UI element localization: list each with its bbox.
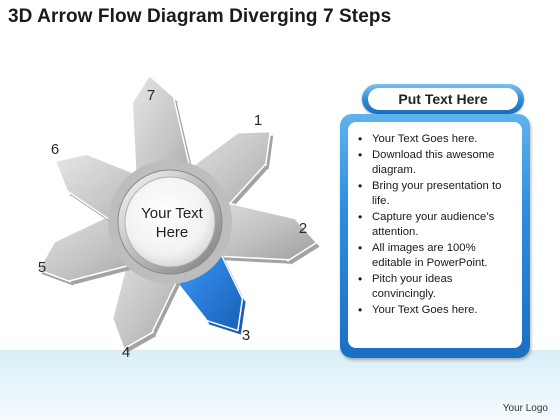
step-number-3: 3 [242, 327, 250, 344]
step-number-4: 4 [122, 344, 130, 361]
panel-heading-tab: Put Text Here [362, 84, 524, 114]
bullet-item: Bring your presentation to life. [358, 179, 516, 209]
logo-text: Your Logo [502, 403, 548, 414]
step-number-6: 6 [51, 141, 59, 158]
step-number-7: 7 [147, 87, 155, 104]
center-text-line2: Here [156, 224, 189, 241]
center-text-line1: Your Text [141, 205, 204, 222]
step-number-5: 5 [38, 259, 46, 276]
bullet-item: Your Text Goes here. [358, 132, 516, 147]
bullet-item: Pitch your ideas convincingly. [358, 272, 516, 302]
bullet-item: Capture your audience’s attention. [358, 210, 516, 240]
text-panel: Your Text Goes here.Download this awesom… [340, 114, 530, 358]
step-number-2: 2 [299, 220, 307, 237]
panel-heading: Put Text Here [368, 88, 518, 110]
hub-circle [124, 176, 216, 268]
background-band [0, 350, 560, 420]
step-numbers: 1 2 3 4 5 6 7 [38, 87, 307, 361]
bullet-list: Your Text Goes here.Download this awesom… [348, 122, 522, 318]
bullet-item: Your Text Goes here. [358, 303, 516, 318]
bullet-item: Download this awesome diagram. [358, 148, 516, 178]
step-number-1: 1 [254, 112, 262, 129]
page-title: 3D Arrow Flow Diagram Diverging 7 Steps [8, 6, 392, 27]
bullet-item: All images are 100% editable in PowerPoi… [358, 241, 516, 271]
text-panel-inner: Your Text Goes here.Download this awesom… [348, 122, 522, 348]
